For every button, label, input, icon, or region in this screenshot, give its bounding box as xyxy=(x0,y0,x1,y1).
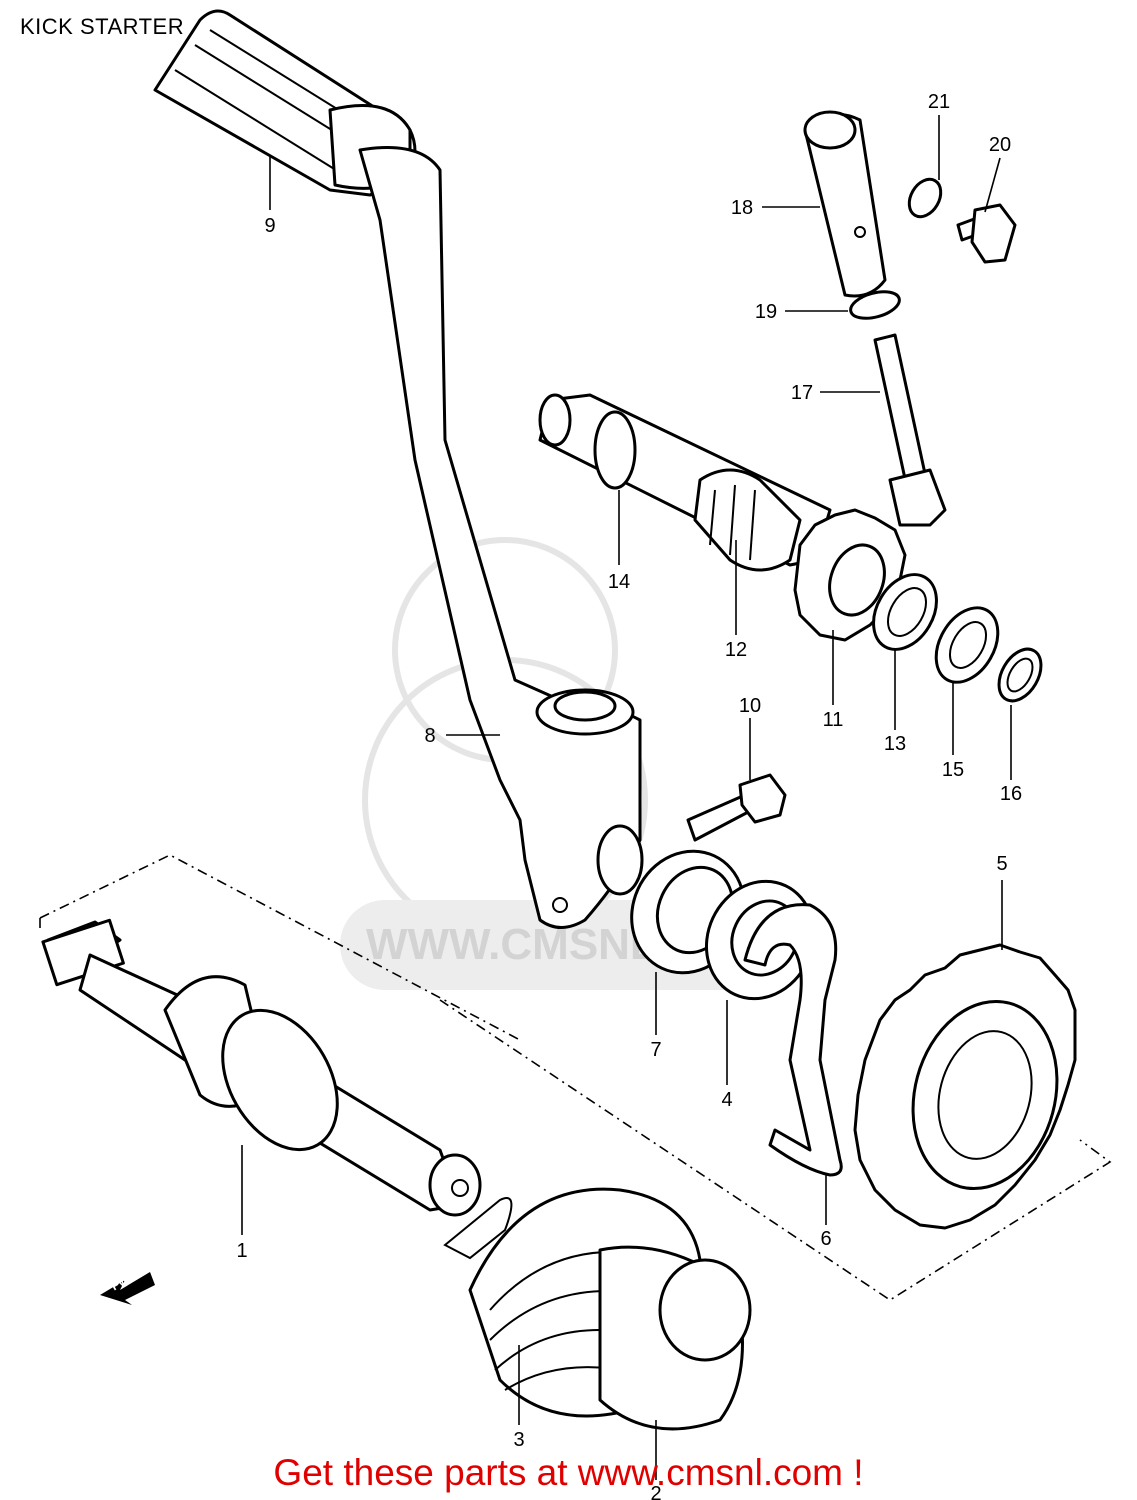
part-19-o-ring xyxy=(849,290,901,320)
callout-18: 18 xyxy=(731,197,753,219)
part-5-kick-gear xyxy=(853,943,1077,1230)
part-20-bolt xyxy=(956,203,1017,264)
callout-21: 21 xyxy=(928,91,950,113)
callout-11: 11 xyxy=(823,709,844,731)
part-6-spring xyxy=(743,903,843,1177)
part-3-spring-guide xyxy=(598,1245,752,1431)
part-18-gear-housing xyxy=(803,110,887,298)
callout-19: 19 xyxy=(755,301,777,323)
callout-17: 17 xyxy=(791,382,813,404)
assembly-outline xyxy=(39,854,1112,1301)
callout-20: 20 xyxy=(989,134,1011,156)
callout-14: 14 xyxy=(608,571,630,593)
callout-10: 10 xyxy=(739,695,761,717)
part-10-bolt xyxy=(686,773,787,842)
callout-9: 9 xyxy=(264,215,275,237)
callout-16: 16 xyxy=(1000,783,1022,805)
part-16-circlip xyxy=(997,647,1043,703)
part-13-thrust-washer xyxy=(872,573,938,651)
part-17-driven-shaft xyxy=(873,333,947,527)
part-8-kick-lever xyxy=(358,146,644,929)
part-1-kick-shaft xyxy=(41,918,482,1217)
callout-1: 1 xyxy=(236,1240,247,1262)
footer-link-text[interactable]: Get these parts at www.cmsnl.com ! xyxy=(273,1452,864,1493)
callout-15: 15 xyxy=(942,759,964,781)
callout-4: 4 xyxy=(721,1089,732,1111)
callout-8: 8 xyxy=(424,725,435,747)
part-21-washer xyxy=(907,177,943,219)
callout-labels: 1 2 3 4 5 6 7 8 9 10 11 12 13 14 15 16 1… xyxy=(236,91,1022,1500)
callout-6: 6 xyxy=(820,1228,831,1250)
callout-12: 12 xyxy=(725,639,747,661)
callout-7: 7 xyxy=(650,1039,661,1061)
fwd-arrow-icon: FWD xyxy=(100,1267,155,1305)
part-15-washer xyxy=(934,606,1000,684)
callout-2: 2 xyxy=(650,1483,661,1500)
callout-3: 3 xyxy=(513,1429,524,1451)
diagram-title: KICK STARTER xyxy=(20,14,185,39)
leader-lines xyxy=(241,115,1012,1480)
callout-13: 13 xyxy=(884,733,906,755)
callout-5: 5 xyxy=(996,853,1007,875)
part-12-spindle-spring xyxy=(693,468,802,572)
